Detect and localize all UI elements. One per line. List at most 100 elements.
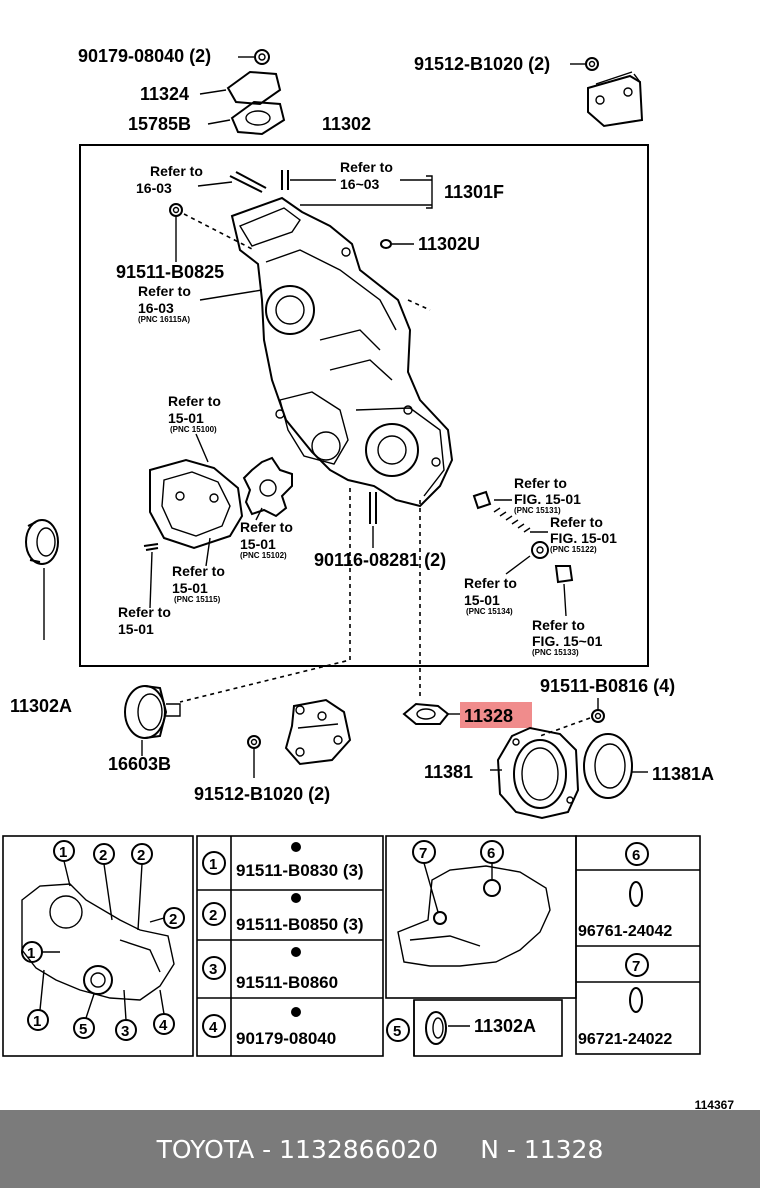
legend-part-4: 90179-08040 bbox=[236, 1029, 336, 1048]
svg-text:7: 7 bbox=[419, 845, 427, 862]
label-11324: 11324 bbox=[140, 84, 189, 104]
footer-brand: TOYOTA bbox=[156, 1134, 255, 1164]
svg-text:4: 4 bbox=[159, 1017, 168, 1034]
oil-seal-part-left bbox=[25, 519, 59, 640]
ref-15-01-c: 15-01 bbox=[172, 580, 208, 596]
label-11381: 11381 bbox=[424, 762, 473, 782]
svg-text:1: 1 bbox=[27, 945, 35, 962]
ref-15-01-d: 15-01 bbox=[118, 621, 154, 637]
label-11302a: 11302A bbox=[10, 696, 72, 716]
pump-gasket-part bbox=[149, 458, 244, 550]
fig-15-01-a: FIG. 15-01 bbox=[514, 491, 581, 507]
legend-num-3: 3 bbox=[209, 961, 217, 978]
pnc-fig-b: (PNC 15122) bbox=[550, 545, 597, 554]
ref-text: Refer to bbox=[150, 163, 203, 179]
pnc-15-01-b: (PNC 15102) bbox=[240, 551, 287, 560]
bracket-part-top bbox=[585, 57, 644, 128]
pnc-fig-a: (PNC 15131) bbox=[514, 506, 561, 515]
legend-part-3: 91511-B0860 bbox=[236, 973, 338, 992]
legend-num-5: 5 bbox=[393, 1023, 401, 1040]
engine-sketch-a bbox=[21, 883, 175, 1001]
legend-num-6: 6 bbox=[632, 847, 640, 864]
legend-num-1: 1 bbox=[209, 856, 217, 873]
label-15785b: 15785B bbox=[128, 114, 191, 134]
svg-text:6: 6 bbox=[487, 845, 495, 862]
legend-part-2: 91511-B0850 (3) bbox=[236, 915, 364, 934]
nut-part bbox=[254, 49, 270, 65]
callouts-a: 1 2 2 2 1 1 5 3 4 bbox=[21, 840, 185, 1041]
legend-num-2: 2 bbox=[209, 907, 217, 924]
label-90179-08040: 90179-08040 (2) bbox=[78, 46, 211, 66]
legend-num-4: 4 bbox=[209, 1019, 218, 1036]
gasket-part bbox=[230, 100, 286, 136]
oring-icon-6 bbox=[629, 881, 643, 907]
bolt-part-b0825 bbox=[169, 203, 255, 262]
bracket-part-mid bbox=[284, 698, 352, 766]
pnc-15-01-c: (PNC 15115) bbox=[174, 595, 221, 604]
label-16603b: 16603B bbox=[108, 754, 171, 774]
pnc-fig-c: (PNC 15133) bbox=[532, 648, 579, 657]
cover-plate-part bbox=[226, 70, 282, 106]
highlight-box-11328 bbox=[460, 702, 532, 728]
label-11301f: 11301F bbox=[444, 182, 504, 202]
svg-text:5: 5 bbox=[79, 1021, 87, 1038]
stud-part bbox=[369, 492, 377, 548]
legend: 1 2 2 2 1 1 5 3 4 1 91511-B0830 (3) 2 91… bbox=[2, 835, 701, 1057]
ref-text: Refer to bbox=[240, 519, 293, 535]
label-11328: 11328 bbox=[464, 706, 513, 726]
legend-part-1: 91511-B0830 (3) bbox=[236, 861, 364, 880]
ref-16-03-b: 16~03 bbox=[340, 176, 380, 192]
legend-num-7: 7 bbox=[632, 958, 640, 975]
footer-part-number: 1132866020 bbox=[279, 1134, 439, 1164]
label-91512-b1020-top: 91512-B1020 (2) bbox=[414, 54, 550, 74]
oring-icon-7 bbox=[629, 987, 643, 1013]
ref-text: Refer to bbox=[118, 604, 171, 620]
fig-15-01-b: FIG. 15-01 bbox=[550, 530, 617, 546]
label-91511-b0825: 91511-B0825 bbox=[116, 262, 224, 282]
footer-ref-code: N - 11328 bbox=[480, 1134, 604, 1164]
rotor-part bbox=[242, 456, 293, 518]
svg-text:2: 2 bbox=[137, 847, 145, 864]
pin-part bbox=[229, 170, 289, 193]
footer-bar: TOYOTA - 1132866020 N - 11328 bbox=[0, 1110, 760, 1188]
ref-text: Refer to bbox=[514, 475, 567, 491]
svg-text:3: 3 bbox=[121, 1023, 129, 1040]
nut-part-bottom bbox=[247, 735, 261, 778]
label-11302u: 11302U bbox=[418, 234, 480, 254]
pnc-15-01-e: (PNC 15134) bbox=[466, 607, 513, 616]
svg-text:2: 2 bbox=[99, 847, 107, 864]
legend-part-7: 96721-24022 bbox=[578, 1031, 672, 1048]
legend-part-6: 96761-24042 bbox=[578, 923, 672, 940]
ref-text: Refer to bbox=[532, 617, 585, 633]
footer-separator: - bbox=[254, 1134, 280, 1164]
svg-text:1: 1 bbox=[33, 1013, 41, 1030]
fig-15-01-c: FIG. 15~01 bbox=[532, 633, 603, 649]
assembly-frame bbox=[79, 144, 649, 667]
ref-text: Refer to bbox=[168, 393, 221, 409]
label-11381a: 11381A bbox=[652, 764, 714, 784]
parts-diagram: 90179-08040 (2) 11324 15785B 91512-B1020… bbox=[2, 46, 714, 1057]
engine-sketch-c bbox=[397, 865, 551, 967]
ref-15-01-a: 15-01 bbox=[168, 410, 204, 426]
ref-16-03-a: 16-03 bbox=[136, 180, 172, 196]
diagram-id: 114367 bbox=[694, 1098, 734, 1112]
small-bolt-part bbox=[143, 543, 159, 609]
legend-part-5: 11302A bbox=[474, 1016, 536, 1036]
oring-part-11302u bbox=[380, 239, 414, 249]
ref-15-01-e: 15-01 bbox=[464, 592, 500, 608]
relief-valve-parts bbox=[472, 490, 574, 617]
pnc-15-01-a: (PNC 15100) bbox=[170, 425, 217, 434]
bolt-part-b0816 bbox=[539, 698, 605, 737]
svg-text:1: 1 bbox=[59, 844, 67, 861]
ref-15-01-b: 15-01 bbox=[240, 536, 276, 552]
svg-text:2: 2 bbox=[169, 911, 177, 928]
gasket-part-11328 bbox=[402, 702, 462, 725]
label-90116-08281: 90116-08281 (2) bbox=[314, 550, 446, 570]
label-91512-b1020-bot: 91512-B1020 (2) bbox=[194, 784, 330, 804]
ref-16-03-c: 16-03 bbox=[138, 300, 174, 316]
timing-cover-part bbox=[230, 196, 454, 508]
ref-text: Refer to bbox=[340, 159, 393, 175]
ref-text: Refer to bbox=[172, 563, 225, 579]
label-91511-b0816: 91511-B0816 (4) bbox=[540, 676, 675, 696]
label-11302: 11302 bbox=[322, 114, 371, 134]
